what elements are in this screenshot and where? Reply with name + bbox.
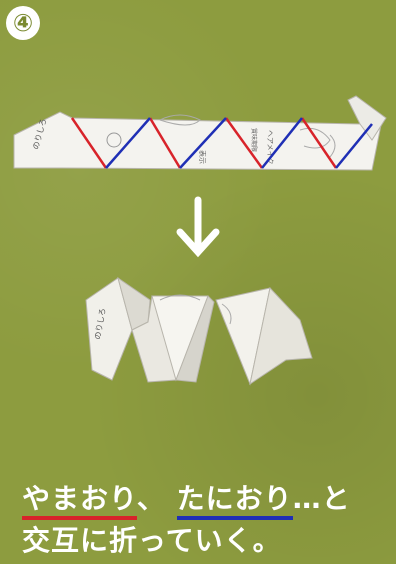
instruction-caption: やまおり、 たにおり…と 交互に折っていく。 (22, 478, 392, 562)
caption-ellipsis: …と (293, 482, 351, 515)
caption-comma: 、 (137, 482, 166, 515)
down-arrow-icon (180, 200, 216, 252)
caption-line-2: 交互に折っていく。 (22, 520, 392, 562)
strip-label-mid1: 表示 (198, 150, 207, 164)
caption-line-1: やまおり、 たにおり…と (22, 478, 392, 520)
valley-fold-term: たにおり (177, 482, 293, 520)
strip-label-mid3: 賞味期限 (250, 128, 258, 152)
mountain-fold-term: やまおり (22, 482, 137, 520)
folded-paper-zigzag: のりしろ (86, 278, 312, 384)
flat-paper-strip: のりしろ 表示 ヘアメイク 賞味期限 (14, 96, 386, 170)
